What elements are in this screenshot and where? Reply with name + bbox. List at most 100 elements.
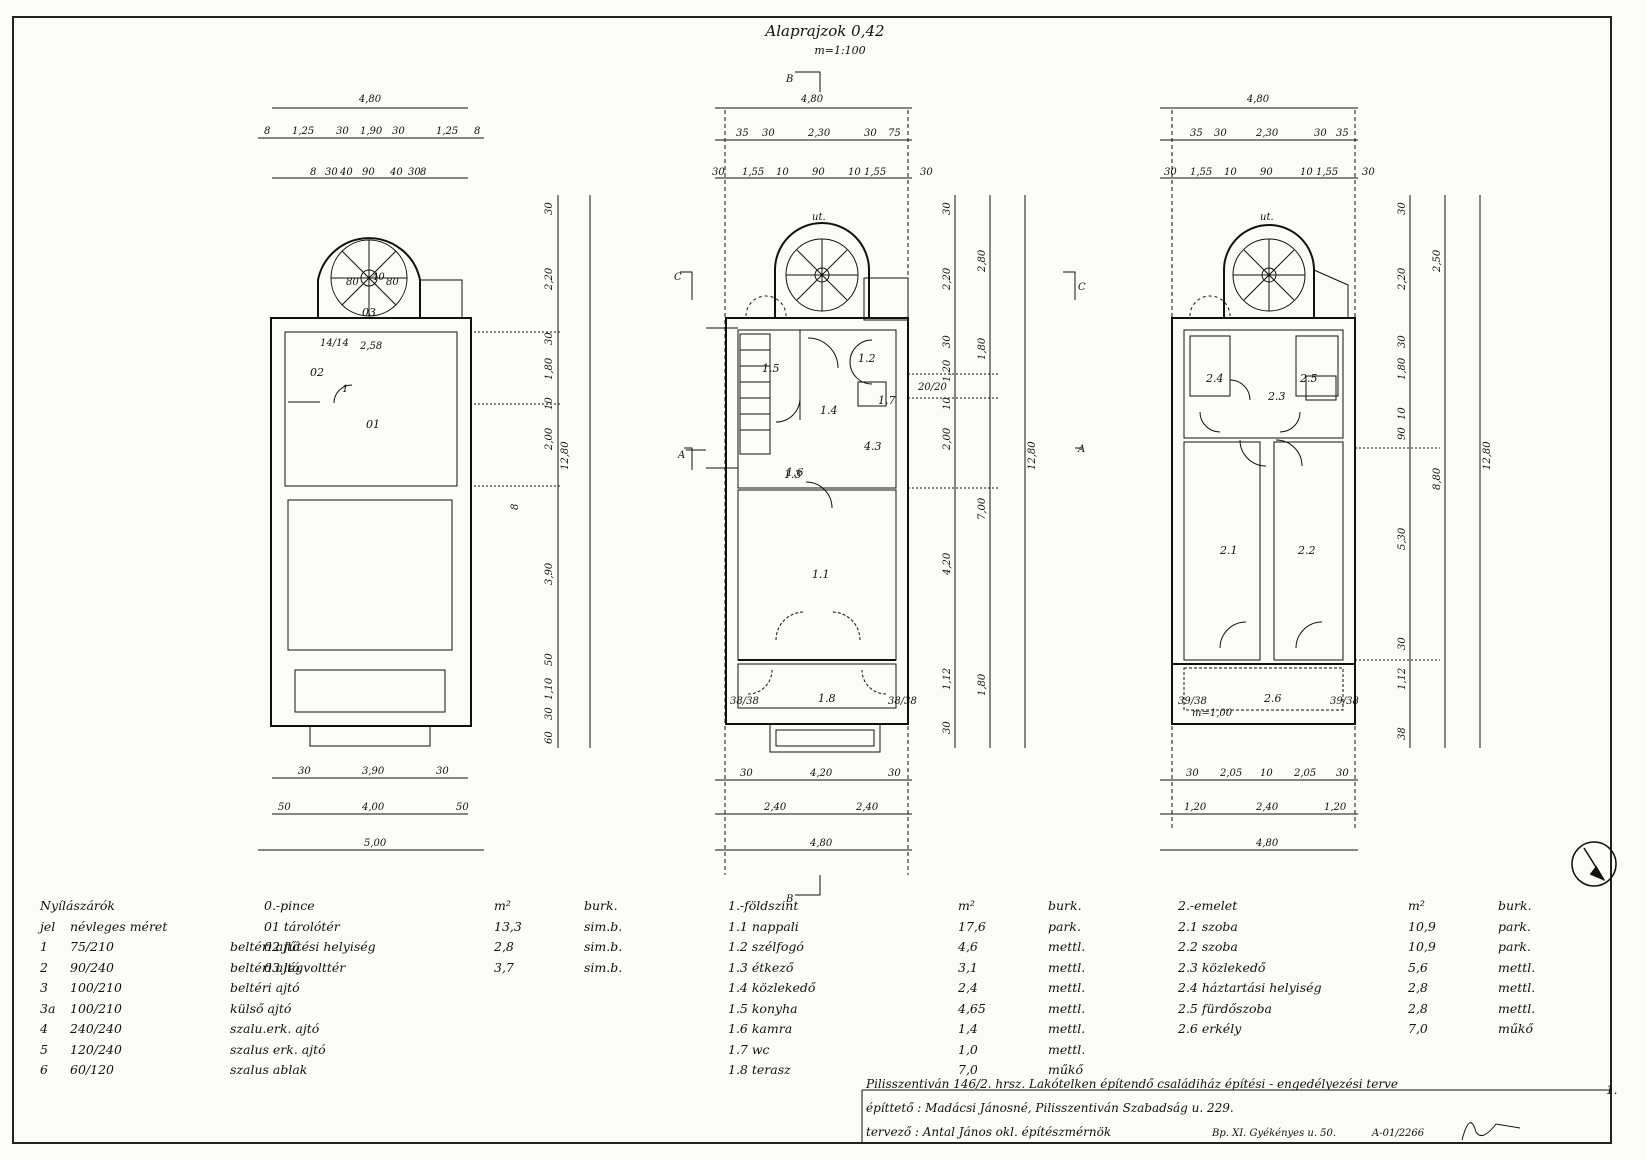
dim: 1,20: [1184, 802, 1207, 813]
dim: 2,30: [807, 128, 831, 139]
dim-width-bottom: 5,00: [364, 838, 387, 849]
dim-total-height: 12,80: [1482, 441, 1493, 470]
table-cell: 2.1 szoba: [1178, 918, 1238, 934]
dim: 30: [942, 721, 953, 734]
dim: 4,20: [809, 768, 833, 779]
table-cell: 5: [40, 1041, 48, 1057]
dim: 30: [544, 332, 555, 345]
plan-pince-labels: 4,80 8 1,25 30 1,90 30 1,25 8 8 30 40 90…: [264, 94, 571, 849]
dim: 30: [544, 707, 555, 720]
table-cell: 2.5 fürdőszoba: [1178, 1000, 1273, 1016]
dim: 40: [389, 167, 403, 178]
table-cell: 10,9: [1408, 939, 1436, 954]
dim: 1,80: [977, 673, 988, 696]
dim: 50: [544, 653, 555, 666]
table-cell: 60/120: [70, 1062, 114, 1077]
dim: 30: [712, 167, 725, 178]
dim: 10: [942, 397, 953, 410]
dim: 10: [776, 167, 789, 178]
dim: 8: [474, 126, 480, 137]
col-header: 1.-földszint: [728, 898, 799, 913]
table-cell: 1,0: [958, 1041, 978, 1057]
dim: 90: [812, 167, 825, 178]
designer-line: tervező : Antal János okl. építészmérnök: [866, 1125, 1111, 1139]
table-cell: beltéri ajtó: [230, 959, 300, 975]
dim: 8: [420, 167, 426, 178]
dim: 1,12: [942, 668, 953, 690]
client-line: építtető : Madácsi Jánosné, Pilisszentiv…: [866, 1101, 1234, 1115]
dim: 2,40: [855, 802, 879, 813]
room-02: 02: [310, 366, 324, 379]
dim: 10: [1397, 407, 1408, 420]
table-cell: 1: [40, 939, 48, 954]
dim: 1,12: [1397, 668, 1408, 690]
table-cell: 4: [40, 1021, 48, 1036]
col-header: névleges méret: [70, 918, 168, 934]
room-03: 03: [362, 306, 376, 319]
dim: 30: [392, 126, 405, 137]
table-cell: szalus erk. ajtó: [230, 1041, 326, 1057]
section-mark-c: C: [1078, 282, 1086, 293]
dim: 60: [544, 731, 555, 744]
room-1.5: 1.5: [762, 362, 780, 375]
dim: 2,80: [977, 249, 988, 273]
dim: 30: [1164, 167, 1177, 178]
table-cell: 1.4 közlekedő: [728, 980, 816, 995]
dim: 8: [264, 126, 270, 137]
room-2.6: 2.6: [1263, 692, 1282, 705]
railing-height: m=1,00: [1192, 708, 1233, 719]
dim: 7,00: [977, 497, 988, 520]
openings-header: jel névleges méret: [40, 917, 310, 938]
table-cell: 01 tárolótér: [264, 918, 340, 934]
col-header: 2.-emelet: [1178, 898, 1238, 913]
table-cell: park.: [1498, 918, 1531, 934]
dim-width: 4,80: [358, 94, 382, 105]
dim-total-height: 12,80: [1027, 441, 1038, 470]
dim: 2,20: [544, 267, 555, 291]
table-cell: sim.b.: [584, 959, 623, 975]
table-cell: 02 fűtési helyiség: [264, 939, 376, 954]
dim: 35: [1190, 128, 1203, 139]
dim: 1,20: [1324, 802, 1347, 813]
table-cell: beltéri ajtó: [230, 939, 300, 954]
dim-width-bottom: 4,80: [809, 838, 833, 849]
dim: 1,90: [360, 126, 383, 137]
table-cell: 7,0: [1408, 1021, 1428, 1036]
dim-width-bottom: 4,80: [1255, 838, 1279, 849]
dim: 1,80: [544, 357, 555, 380]
dim: 35: [736, 128, 749, 139]
dim: 30: [1186, 768, 1199, 779]
table-cell: 120/240: [70, 1041, 122, 1057]
table-cell: 1.5 konyha: [728, 1000, 798, 1016]
sheet-title: Alaprajzok 0,42: [763, 22, 884, 40]
dim: 1,25: [436, 126, 458, 137]
dim: 10: [848, 167, 861, 178]
table-cell: 03 légvolttér: [264, 959, 346, 975]
room-1.8: 1.8: [818, 692, 836, 705]
dim: 35: [1336, 128, 1349, 139]
dim: 2,40: [1255, 802, 1279, 813]
openings-title-text: Nyílászárók: [40, 898, 115, 913]
dim: 4,20: [942, 552, 953, 576]
table-cell: 1.1 nappali: [728, 918, 799, 934]
col-header: m²: [494, 898, 511, 913]
dim: 1,10: [544, 677, 555, 700]
table-cell: mettl.: [1048, 1041, 1086, 1057]
dim-width: 4,80: [1246, 94, 1270, 105]
dim: 30: [942, 335, 953, 348]
table-cell: mettl.: [1048, 959, 1086, 975]
ut-label: ut.: [1260, 212, 1274, 223]
